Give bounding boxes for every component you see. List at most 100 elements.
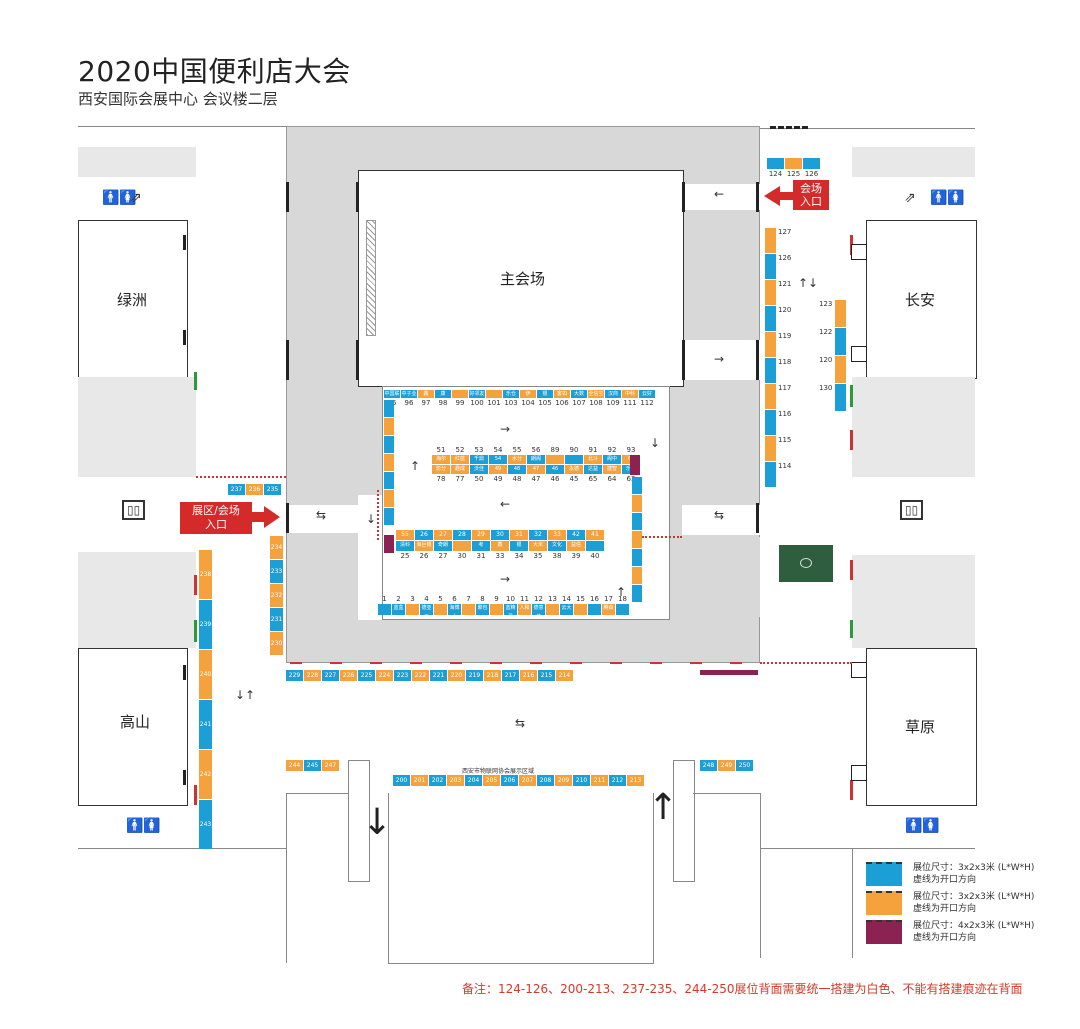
booth-116 — [765, 410, 776, 435]
booth-204: 204 — [465, 775, 482, 786]
booth-23 — [632, 513, 642, 530]
booth-number: 45 — [569, 475, 579, 483]
booth-124 — [767, 158, 784, 169]
legend-text: 展位尺寸：3x2x3米 (L*W*H) — [913, 892, 1035, 902]
booth-18 — [616, 604, 629, 615]
booth-number: 117 — [778, 384, 792, 392]
booth-41: 41 — [586, 530, 604, 540]
arrow-icon: ↑ — [410, 459, 421, 473]
booth-number: 34 — [514, 552, 524, 560]
booth-218: 218 — [484, 670, 501, 681]
booth-98: 康 — [435, 390, 451, 398]
booth-209: 209 — [555, 775, 572, 786]
legend-text: 展位尺寸：4x2x3米 (L*W*H) — [913, 921, 1035, 931]
booth-35: 大米 — [529, 541, 547, 551]
booth-number: 51 — [436, 446, 446, 454]
arrow-icon: ↑↓ — [798, 276, 819, 290]
booth-number: 104 — [521, 399, 535, 407]
arrow-icon: ← — [714, 187, 725, 201]
booth-212: 212 — [609, 775, 626, 786]
booth-number: 12 — [534, 595, 543, 603]
booth-233: 233 — [270, 560, 283, 583]
booth-8: 聚包 — [476, 604, 489, 615]
booth-25: 清科 — [396, 541, 414, 551]
booth-95: 中国联 — [384, 390, 400, 398]
booth-126 — [765, 254, 776, 279]
booth-number: 125 — [786, 170, 801, 178]
booth-122 — [835, 328, 846, 355]
booth-number: 38 — [552, 552, 562, 560]
booth-114 — [765, 462, 776, 487]
booth-225: 225 — [358, 670, 375, 681]
arrow-icon: ⇆ — [515, 716, 526, 730]
booth-number: 46 — [550, 475, 560, 483]
booth-27b: 奇朗 — [434, 541, 452, 551]
booth-236: 236 — [246, 484, 263, 495]
booth-number: 127 — [778, 228, 792, 236]
booth-201: 201 — [411, 775, 428, 786]
legend-text: 虚线为开口方向 — [913, 933, 977, 943]
booth-108: 全信宝 — [588, 390, 604, 398]
booth-29: 29 — [472, 530, 490, 540]
booth-33b: 鑫 — [491, 541, 509, 551]
booth-203: 203 — [447, 775, 464, 786]
booth-number: 50 — [474, 475, 484, 483]
booth-15 — [574, 604, 587, 615]
booth-239: 239 — [199, 600, 212, 649]
booth-42: 42 — [567, 530, 585, 540]
arrow-icon: ↓ — [650, 436, 661, 450]
booth-111: 中科 — [622, 390, 638, 398]
booth-211: 211 — [591, 775, 608, 786]
booth-125 — [785, 158, 802, 169]
booth-number: 13 — [548, 595, 557, 603]
booth-number: 31 — [476, 552, 486, 560]
booth-221: 221 — [430, 670, 447, 681]
booth-number: 54 — [493, 446, 503, 454]
booth-number: 33 — [495, 552, 505, 560]
booth-59 — [384, 472, 394, 489]
booth-number: 17 — [604, 595, 613, 603]
booth-number: 121 — [778, 280, 792, 288]
booth-32: 32 — [529, 530, 547, 540]
booth-40 — [586, 541, 604, 551]
booth-235: 235 — [264, 484, 281, 495]
booth-number: 64 — [607, 475, 617, 483]
booth-16 — [588, 604, 601, 615]
booth-49: 49 — [489, 465, 507, 474]
booth-21 — [632, 549, 642, 566]
booth-245: 245 — [304, 760, 321, 771]
escalator-icon: ⇗ — [130, 190, 142, 206]
booth-number: 98 — [438, 399, 448, 407]
booth-38: 文化 — [548, 541, 566, 551]
booth-229: 229 — [286, 670, 303, 681]
booth-250: 250 — [736, 760, 753, 771]
booth-number: 35 — [533, 552, 543, 560]
booth-number: 114 — [778, 462, 792, 470]
booth-227: 227 — [322, 670, 339, 681]
booth-101 — [486, 390, 502, 398]
booth-126 — [803, 158, 820, 169]
booth-17: 腾森 — [602, 604, 615, 615]
booth-number: 7 — [466, 595, 471, 603]
booth-238: 238 — [199, 550, 212, 599]
booth-number: 52 — [455, 446, 465, 454]
booth-4: 德亚云 — [420, 604, 433, 615]
booth-13 — [546, 604, 559, 615]
booth-78: 影分 — [432, 465, 450, 474]
booth-96: 中子业 — [401, 390, 417, 398]
booth-214: 214 — [556, 670, 573, 681]
legend-swatch — [866, 920, 902, 944]
booth-number: 124 — [768, 170, 783, 178]
escalator-up-icon: ↑ — [648, 787, 679, 828]
venue-entrance-tag: 会场 入口 — [793, 180, 829, 210]
main-hall-label: 主会场 — [500, 270, 546, 288]
room-changan-label: 长安 — [905, 291, 936, 309]
booth-120 — [835, 356, 846, 383]
booth-9 — [632, 495, 642, 512]
booth-200: 200 — [393, 775, 410, 786]
booth-number: 106 — [555, 399, 569, 407]
booth-number: 30 — [457, 552, 467, 560]
booth-46: 46 — [546, 465, 564, 474]
booth-number: 4 — [424, 595, 429, 603]
booth-31: 31 — [510, 530, 528, 540]
